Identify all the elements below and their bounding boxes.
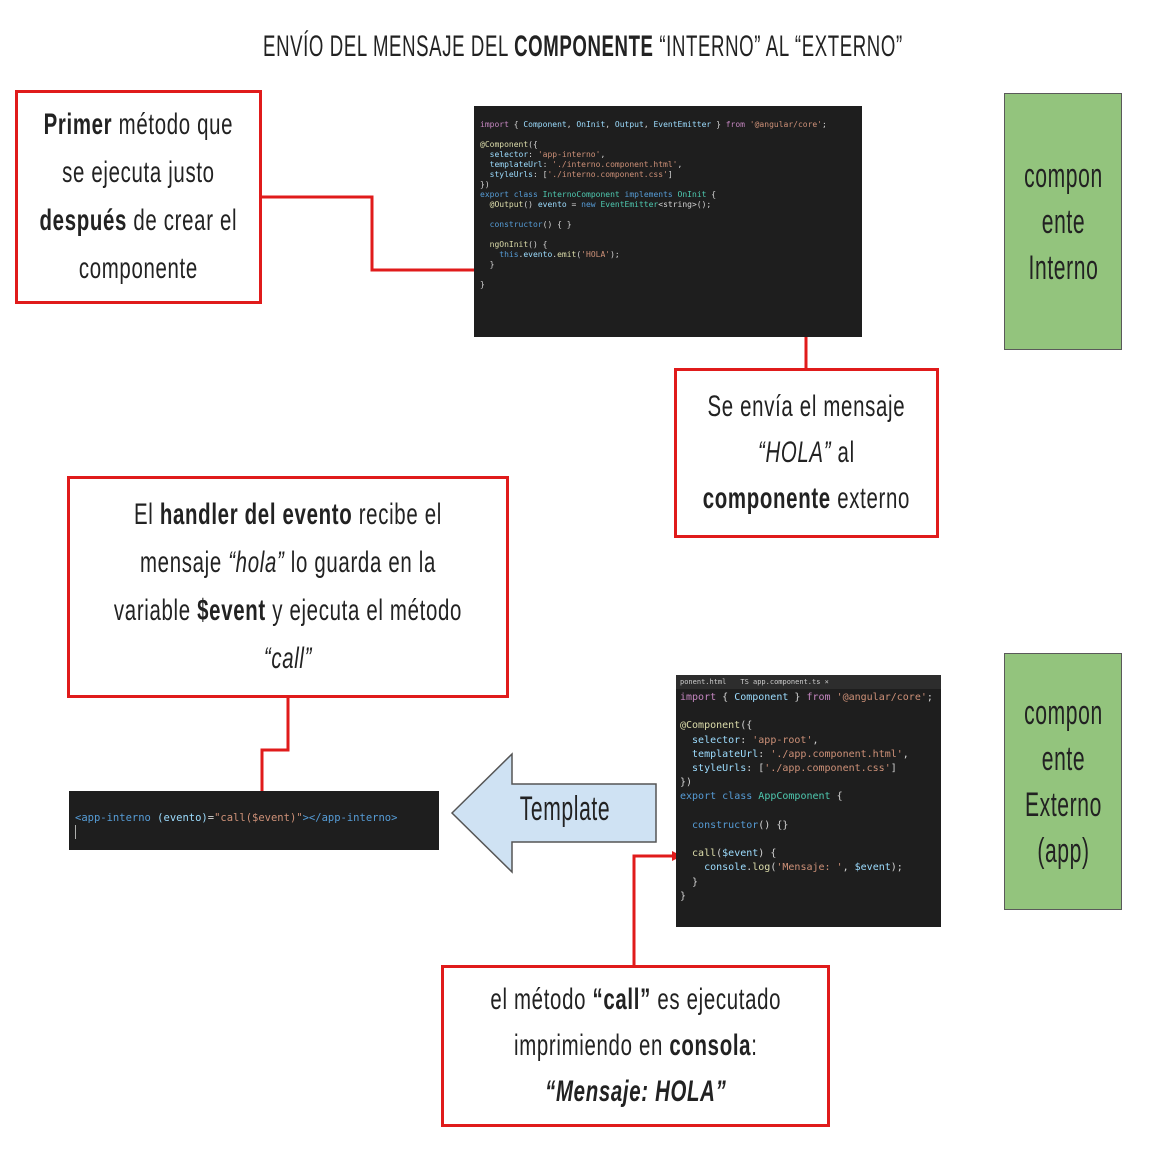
note-handler-b3: $event bbox=[197, 594, 266, 627]
note-envia-text2: al bbox=[831, 436, 855, 469]
template-label: Template bbox=[519, 790, 611, 828]
note-call-b1: “call” bbox=[592, 983, 651, 1016]
note-call-t2b: : bbox=[750, 1029, 758, 1062]
tab-ts[interactable]: TS app.component.ts × bbox=[740, 677, 829, 686]
note-envia-bold: componente bbox=[702, 482, 831, 515]
editor-tab-bar: ponent.html TS app.component.ts × bbox=[676, 675, 941, 689]
box-componente-externo: compon ente Externo (app) bbox=[1004, 653, 1122, 910]
note-handler-t3b: y ejecuta el método bbox=[265, 594, 463, 627]
interno-line2: ente bbox=[1041, 202, 1085, 241]
text-cursor bbox=[75, 825, 76, 839]
note-primer-metodo: Primer método que se ejecuta justo despu… bbox=[15, 90, 262, 304]
externo-line3: Externo bbox=[1024, 785, 1102, 824]
note-handler-evento: El handler del evento recibe el mensaje … bbox=[67, 476, 509, 698]
note-handler-t1b: recibe el bbox=[352, 498, 442, 531]
note-handler-i4: “call” bbox=[263, 642, 313, 675]
note-call-bi3: “Mensaje: HOLA” bbox=[544, 1075, 727, 1108]
note-call-ejecutado: el método “call” es ejecutado imprimiend… bbox=[441, 965, 830, 1127]
code-app-component: ponent.html TS app.component.ts × import… bbox=[676, 675, 941, 927]
interno-line3: Interno bbox=[1028, 248, 1098, 287]
externo-line4: (app) bbox=[1036, 831, 1090, 870]
note-handler-t2b: lo guarda en la bbox=[284, 546, 436, 579]
note-call-b2: consola bbox=[669, 1029, 751, 1062]
title-part1: ENVÍO DEL MENSAJE DEL bbox=[263, 30, 515, 63]
box-componente-interno: compon ente Interno bbox=[1004, 93, 1122, 350]
note-envia-italic: “HOLA” bbox=[758, 436, 832, 469]
interno-line1: compon bbox=[1023, 156, 1103, 195]
arrow-primer-to-ngoninit bbox=[262, 195, 484, 275]
note-envia-line1: Se envía el mensaje bbox=[707, 390, 906, 423]
diagram-title: ENVÍO DEL MENSAJE DEL COMPONENTE “INTERN… bbox=[226, 30, 940, 64]
note-handler-b1: handler del evento bbox=[159, 498, 353, 531]
note-handler-t2a: mensaje bbox=[140, 546, 229, 579]
note-primer-bold3: después bbox=[39, 204, 128, 237]
externo-line2: ente bbox=[1041, 739, 1085, 778]
title-part2: “INTERNO” AL “EXTERNO” bbox=[653, 30, 903, 63]
note-handler-i2: “hola” bbox=[228, 546, 285, 579]
note-envia-text3: externo bbox=[830, 482, 911, 515]
note-primer-line2: se ejecuta justo bbox=[62, 156, 215, 189]
arrow-handler-to-template bbox=[257, 697, 290, 807]
note-call-t2a: imprimiendo en bbox=[513, 1029, 670, 1062]
note-primer-text1: método que bbox=[112, 108, 234, 141]
code-template-binding: <app-interno (evento)="call($event)"></a… bbox=[69, 791, 439, 850]
note-call-t1b: es ejecutado bbox=[650, 983, 781, 1016]
note-primer-text3: de crear el bbox=[127, 204, 238, 237]
note-handler-t3a: variable bbox=[113, 594, 198, 627]
externo-line1: compon bbox=[1023, 693, 1103, 732]
tab-html[interactable]: ponent.html bbox=[680, 677, 727, 686]
note-handler-t1a: El bbox=[134, 498, 160, 531]
note-envia-mensaje: Se envía el mensaje “HOLA” al componente… bbox=[674, 368, 939, 538]
note-primer-bold: Primer bbox=[43, 108, 113, 141]
template-arrow-shape bbox=[450, 752, 657, 874]
title-bold: COMPONENTE bbox=[514, 30, 654, 63]
note-call-t1a: el método bbox=[490, 983, 593, 1016]
code-interno-component: import { Component, OnInit, Output, Even… bbox=[474, 106, 862, 337]
note-primer-line4: componente bbox=[78, 252, 199, 285]
